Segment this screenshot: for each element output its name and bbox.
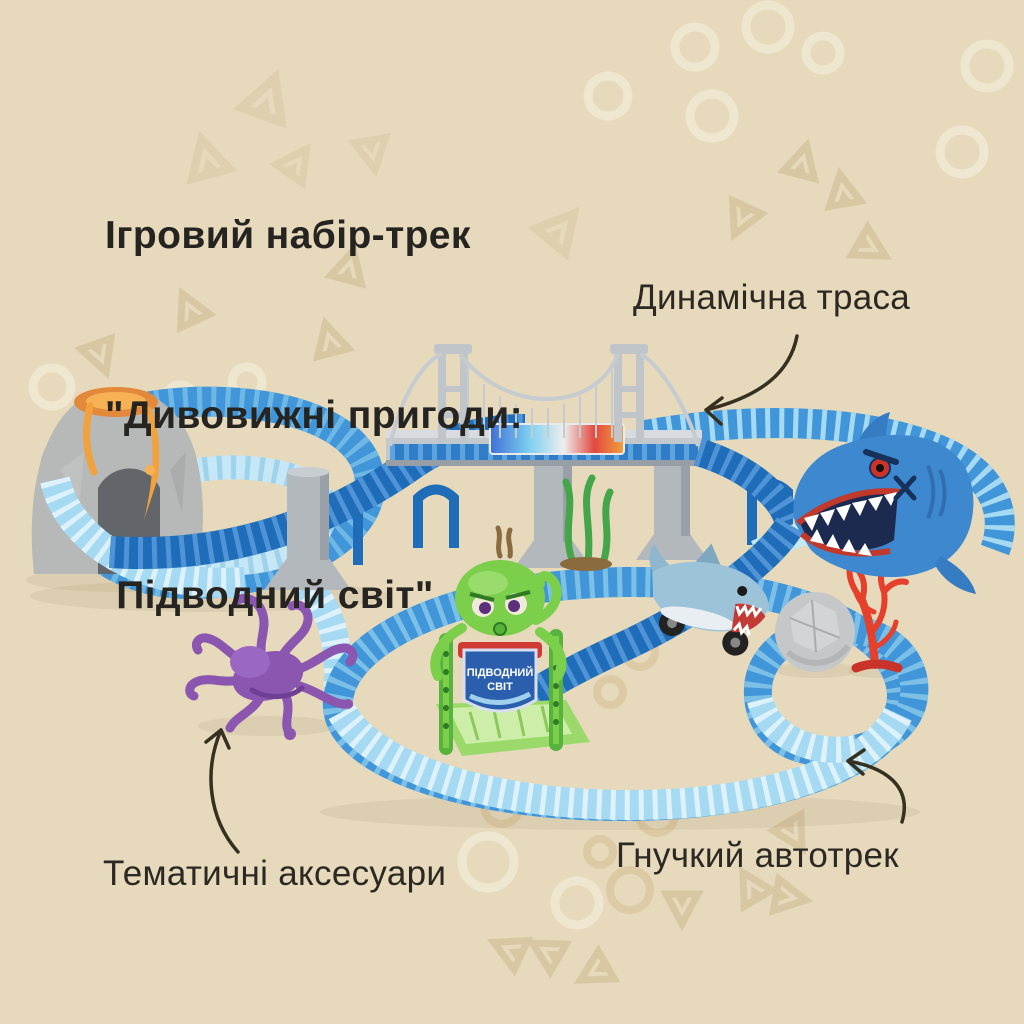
title-line-3: Підводний світ" xyxy=(105,574,434,617)
suspension-bridge xyxy=(386,344,702,466)
lava-flow xyxy=(144,406,160,520)
bridge-towers xyxy=(434,344,648,442)
purple-octopus-accessory xyxy=(185,594,358,740)
title-line-1: Ігровий набір-трек xyxy=(105,214,471,257)
label-dynamic-track: Динамічна траса xyxy=(633,278,911,317)
gate-sign-text-line1: Підводний xyxy=(467,666,534,679)
label-themed-accessories: Тематичні аксесуари xyxy=(103,854,447,893)
shark-scar xyxy=(893,475,917,501)
arrow-dynamic-track xyxy=(704,334,799,426)
title-line-2: "Дивовижні пригоди: xyxy=(105,394,524,437)
boulder xyxy=(775,592,855,672)
bridge-cables xyxy=(388,352,700,447)
gate-sign-text-line2: світ xyxy=(487,681,513,693)
arrow-themed-accessories xyxy=(204,728,240,854)
shark-gills xyxy=(926,465,947,519)
annotation-arrows xyxy=(204,334,906,854)
arrow-flexible-track xyxy=(846,748,906,824)
shark-head xyxy=(793,412,976,594)
page-title: Ігровий набір-трек "Дивовижні пригоди: П… xyxy=(105,86,665,746)
shark-teeth xyxy=(804,492,897,556)
label-flexible-track: Гнучкий автотрек xyxy=(616,836,899,875)
octopus-gate: Підводний світ xyxy=(430,560,590,756)
gate-sign: Підводний світ xyxy=(458,642,542,713)
car-dorsal-fin xyxy=(695,543,721,566)
seaweed xyxy=(495,474,614,571)
bridge-banner xyxy=(489,423,625,455)
shark-car xyxy=(649,543,770,656)
